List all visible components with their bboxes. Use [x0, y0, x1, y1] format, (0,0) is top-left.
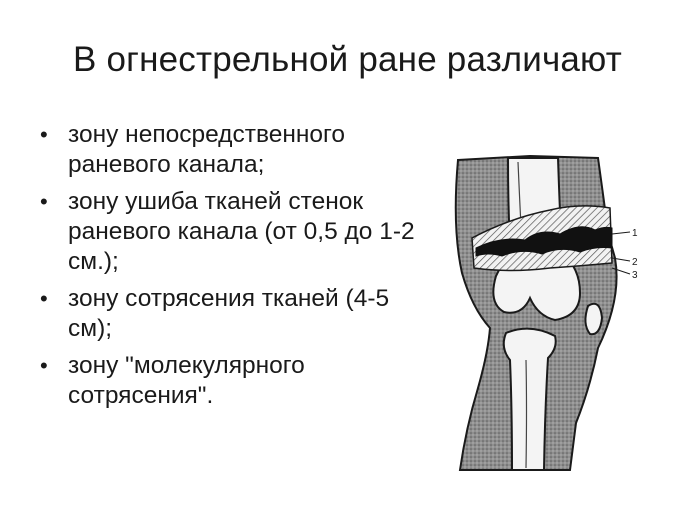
wound-channel [475, 226, 613, 257]
list-item: • зону непосредственного раневого канала… [40, 120, 435, 180]
bullet-text: зону ушиба тканей стенок раневого канала… [68, 188, 415, 275]
list-item: • зону сотрясения тканей (4-5 см); [40, 284, 435, 344]
bullet-icon: • [40, 353, 48, 378]
bullet-text: зону сотрясения тканей (4-5 см); [68, 285, 390, 342]
bullet-text: зону "молекулярного сотрясения". [68, 352, 305, 409]
slide-title: В огнестрельной ране различают [73, 40, 622, 79]
bullet-icon: • [40, 122, 48, 147]
bullet-icon: • [40, 286, 48, 311]
label-1: 1 [632, 228, 638, 239]
bullet-icon: • [40, 189, 48, 214]
list-item: • зону "молекулярного сотрясения". [40, 351, 435, 411]
knee-joint-icon: 1 2 3 [454, 154, 638, 471]
list-item: • зону ушиба тканей стенок раневого кана… [40, 187, 435, 277]
label-2: 2 [632, 257, 638, 268]
bullet-list: • зону непосредственного раневого канала… [40, 120, 435, 418]
patella-shape [584, 302, 604, 336]
knee-wound-illustration: 1 2 3 [430, 148, 645, 478]
tibia-shape [502, 327, 557, 471]
label-3: 3 [632, 270, 638, 281]
bullet-text: зону непосредственного раневого канала; [68, 121, 346, 178]
